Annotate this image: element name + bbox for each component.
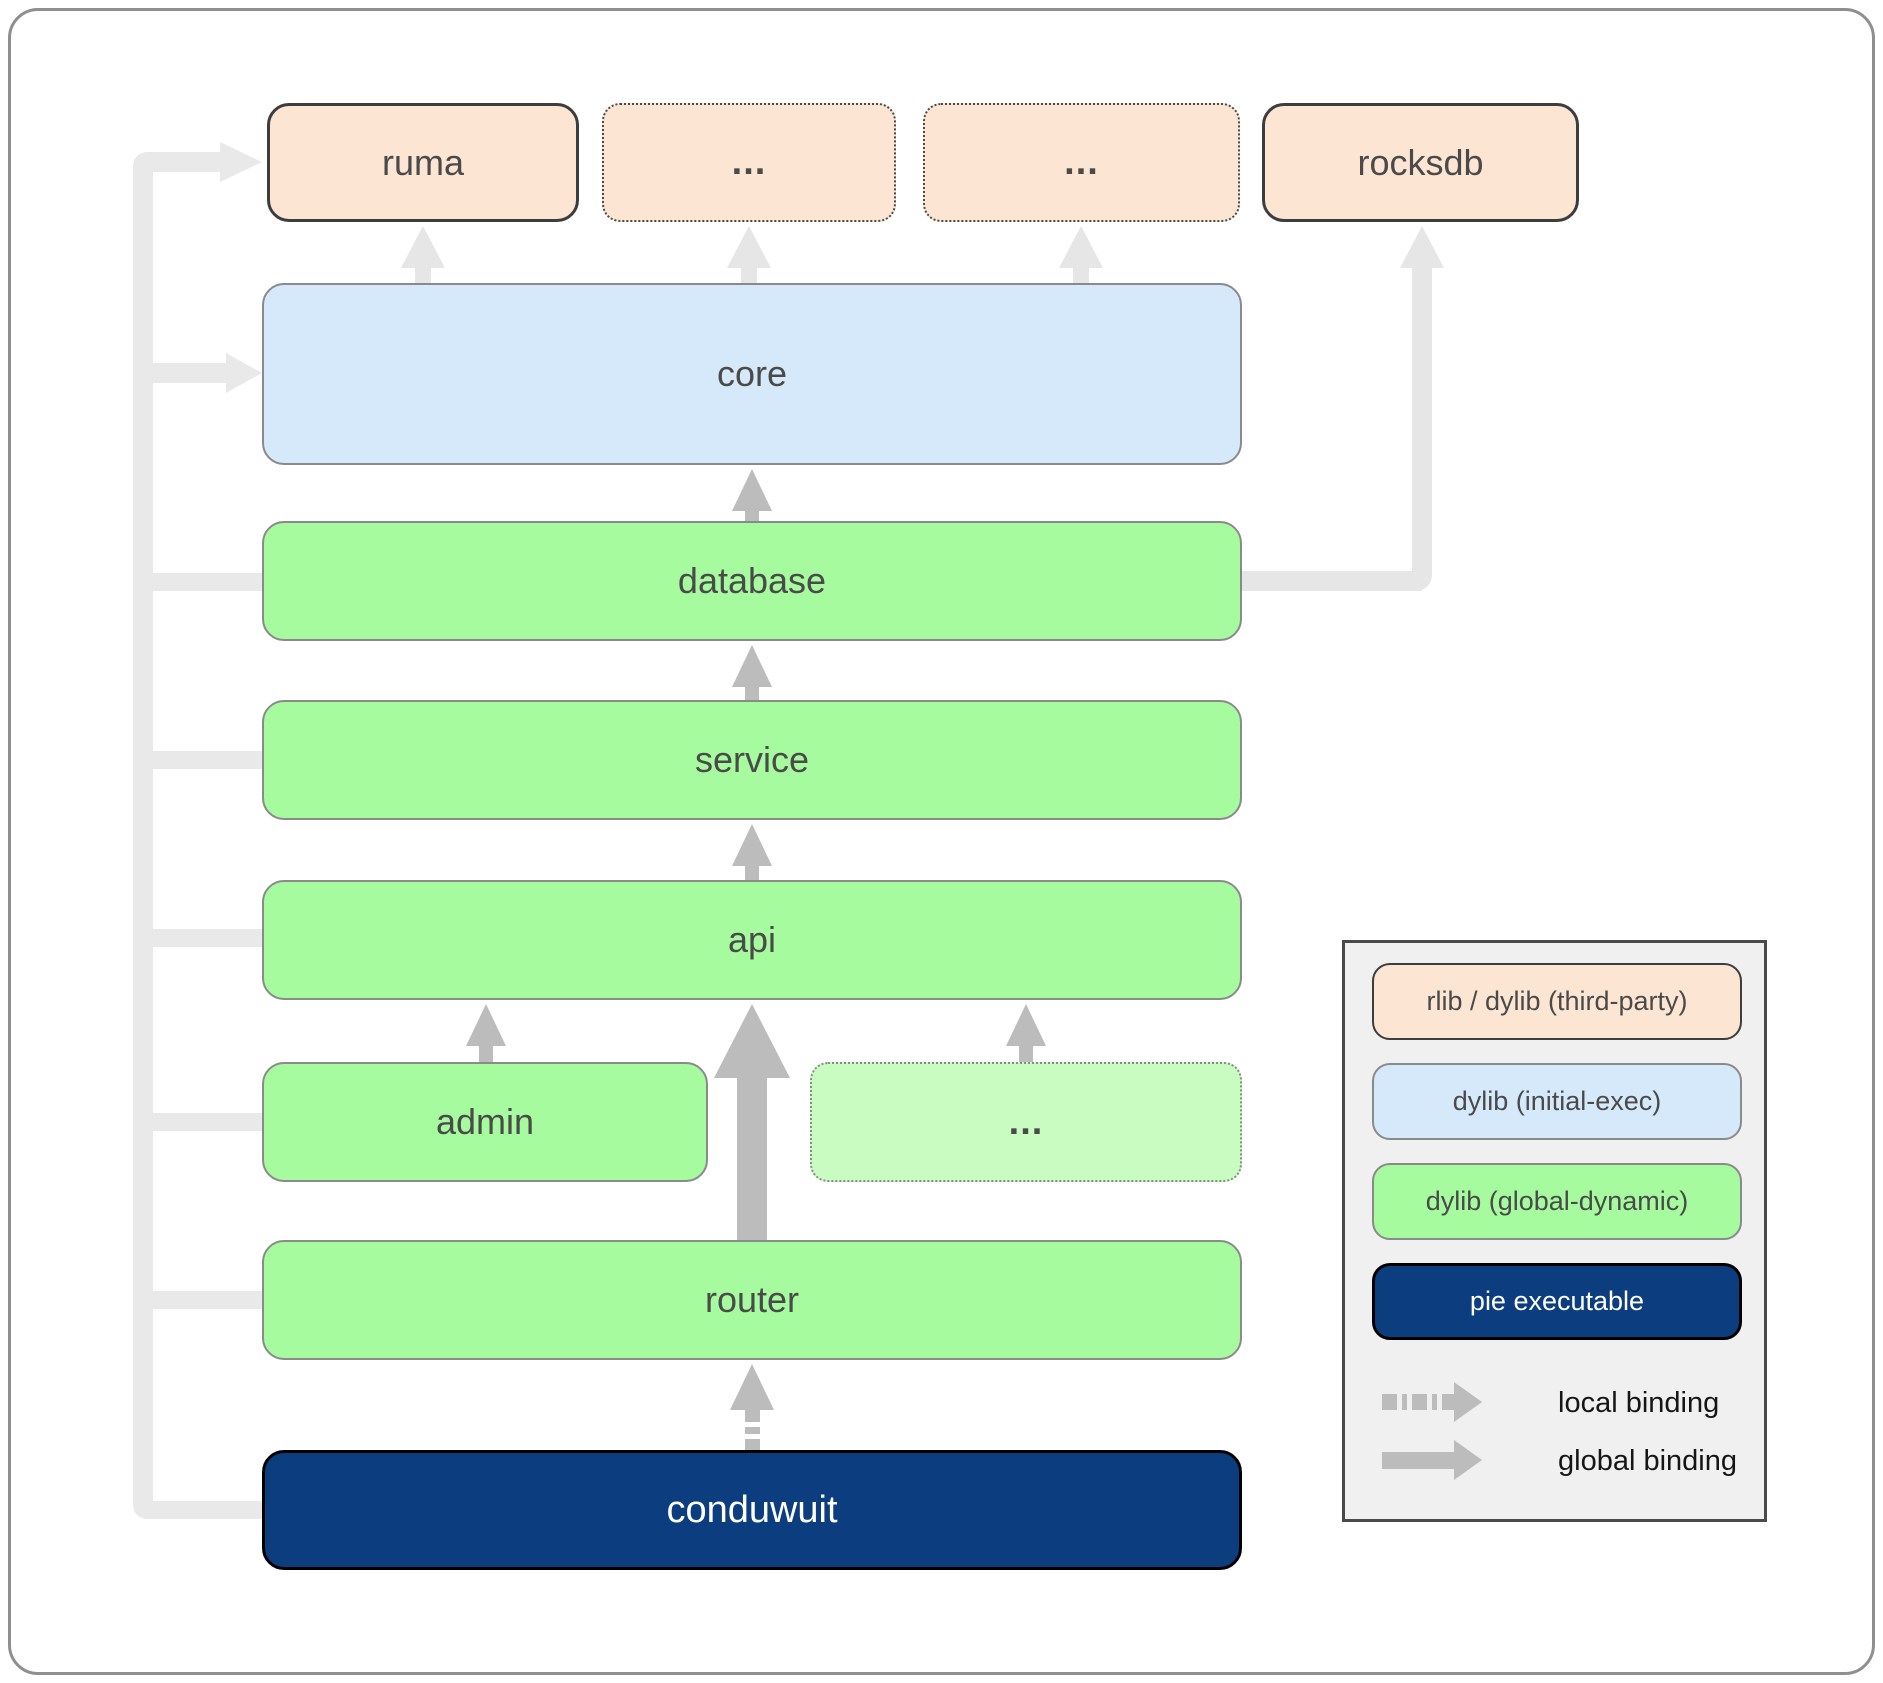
arrow-database-to-core-head <box>732 469 772 511</box>
left-trunk-stub-database <box>153 573 262 591</box>
arrow-core-to-more-1-head <box>727 226 771 268</box>
node-router: router <box>262 1240 1242 1360</box>
legend-global-binding-label: global binding <box>1558 1445 1737 1477</box>
node-label: ... <box>1008 1100 1044 1143</box>
node-api: api <box>262 880 1242 1000</box>
node-ruma: ruma <box>267 103 579 222</box>
legend-swatch-label: dylib (global-dynamic) <box>1425 1186 1689 1216</box>
node-conduwuit: conduwuit <box>262 1450 1242 1570</box>
arrow-service-to-database-head <box>732 645 772 687</box>
node-database: database <box>262 521 1242 641</box>
arrow-core-to-more-2-shaft <box>1073 264 1089 284</box>
left-trunk-stub-api <box>153 929 262 947</box>
arrow-core-to-ruma-head <box>401 226 445 268</box>
arrow-conduwuit-to-router-head <box>730 1364 774 1410</box>
arrow-database-to-rocksdb-vertical <box>1412 266 1432 591</box>
arrow-database-to-rocksdb-head <box>1400 226 1444 268</box>
legend-global-binding-arrow <box>1382 1452 1454 1469</box>
arrow-core-to-ruma-shaft <box>415 264 431 284</box>
arrow-admin-to-api-head <box>466 1004 506 1046</box>
node-label: core <box>716 353 788 394</box>
left-trunk-stub-service <box>153 751 262 769</box>
node-third-party-more-2: ... <box>923 103 1240 222</box>
left-trunk-arm-to-ruma <box>146 152 220 172</box>
node-label: rocksdb <box>1357 141 1484 183</box>
node-api-more: ... <box>810 1062 1242 1182</box>
node-label: ... <box>731 141 767 183</box>
legend-global-binding-arrowhead <box>1454 1440 1482 1480</box>
left-trunk-arrowhead-ruma <box>220 142 262 182</box>
arrow-database-to-core-shaft <box>745 509 759 523</box>
left-trunk-stub-admin <box>153 1113 262 1131</box>
legend-local-binding-arrow <box>1382 1394 1454 1410</box>
node-label: database <box>677 560 827 601</box>
arrow-api-to-service-head <box>732 824 772 866</box>
node-third-party-more-1: ... <box>602 103 896 222</box>
node-label: router <box>704 1279 800 1320</box>
arrow-conduwuit-to-router-dashed-shaft <box>745 1408 760 1452</box>
arrow-database-to-rocksdb-horizontal <box>1242 571 1422 591</box>
arrow-router-to-api-shaft <box>737 1076 767 1242</box>
legend-swatch-initial-exec: dylib (initial-exec) <box>1372 1063 1742 1140</box>
arrow-core-to-more-1-shaft <box>741 264 757 284</box>
left-trunk-vertical <box>133 152 153 1519</box>
arrow-router-to-api-head <box>714 1004 790 1078</box>
node-service: service <box>262 700 1242 820</box>
left-trunk-stub-router <box>153 1291 262 1309</box>
legend-swatch-global-dynamic: dylib (global-dynamic) <box>1372 1163 1742 1240</box>
arrow-service-to-database-shaft <box>745 685 759 702</box>
legend-swatch-label: pie executable <box>1469 1286 1645 1316</box>
node-label: admin <box>435 1101 535 1142</box>
node-label: ruma <box>381 141 465 183</box>
node-rocksdb: rocksdb <box>1262 103 1579 222</box>
legend-local-binding-label: local binding <box>1558 1387 1720 1419</box>
left-trunk-arm-to-core <box>153 363 226 383</box>
node-label: conduwuit <box>666 1488 838 1531</box>
arrow-more-to-api-head <box>1006 1004 1046 1046</box>
node-label: ... <box>1064 141 1099 183</box>
legend-swatch-pie-executable: pie executable <box>1372 1263 1742 1340</box>
page-frame <box>8 8 1875 1675</box>
node-core: core <box>262 283 1242 465</box>
legend-swatch-label: dylib (initial-exec) <box>1452 1086 1662 1116</box>
left-trunk-arrowhead-core <box>226 353 262 393</box>
node-label: service <box>694 739 810 780</box>
arrow-api-to-service-shaft <box>745 864 759 882</box>
legend-local-binding-arrowhead <box>1454 1382 1482 1422</box>
legend-swatch-label: rlib / dylib (third-party) <box>1426 986 1688 1016</box>
node-admin: admin <box>262 1062 708 1182</box>
arrow-core-to-more-2-head <box>1059 226 1103 268</box>
arrow-admin-to-api-shaft <box>479 1044 493 1064</box>
legend-swatch-third-party: rlib / dylib (third-party) <box>1372 963 1742 1040</box>
arrow-more-to-api-shaft <box>1019 1044 1033 1064</box>
left-trunk-stub-conduwuit <box>153 1501 262 1519</box>
node-label: api <box>727 919 777 960</box>
